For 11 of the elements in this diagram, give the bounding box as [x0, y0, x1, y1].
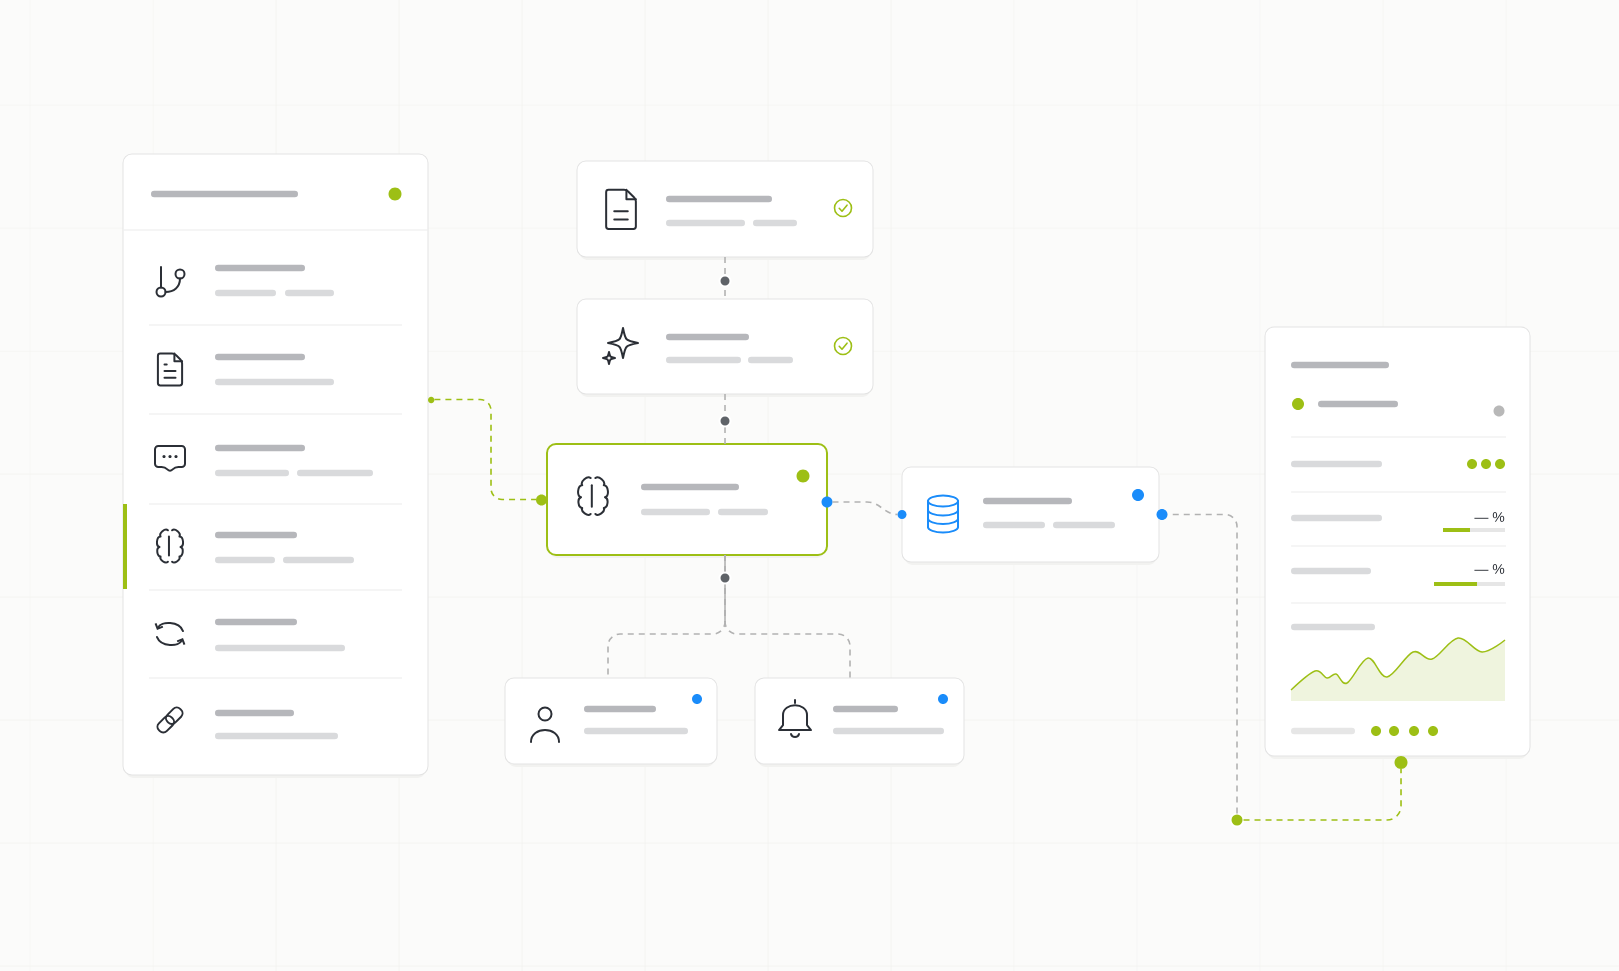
connector-line — [831, 501, 899, 516]
step-card — [576, 298, 874, 397]
connector-line — [433, 398, 537, 501]
value-text: — % — [1474, 512, 1505, 522]
value-text: — % — [1474, 564, 1505, 574]
step-card — [504, 677, 718, 767]
step-card — [754, 677, 965, 767]
step-card — [576, 160, 874, 260]
connector-line — [724, 554, 726, 623]
connector-line — [724, 393, 726, 445]
connector-line — [1242, 768, 1402, 821]
